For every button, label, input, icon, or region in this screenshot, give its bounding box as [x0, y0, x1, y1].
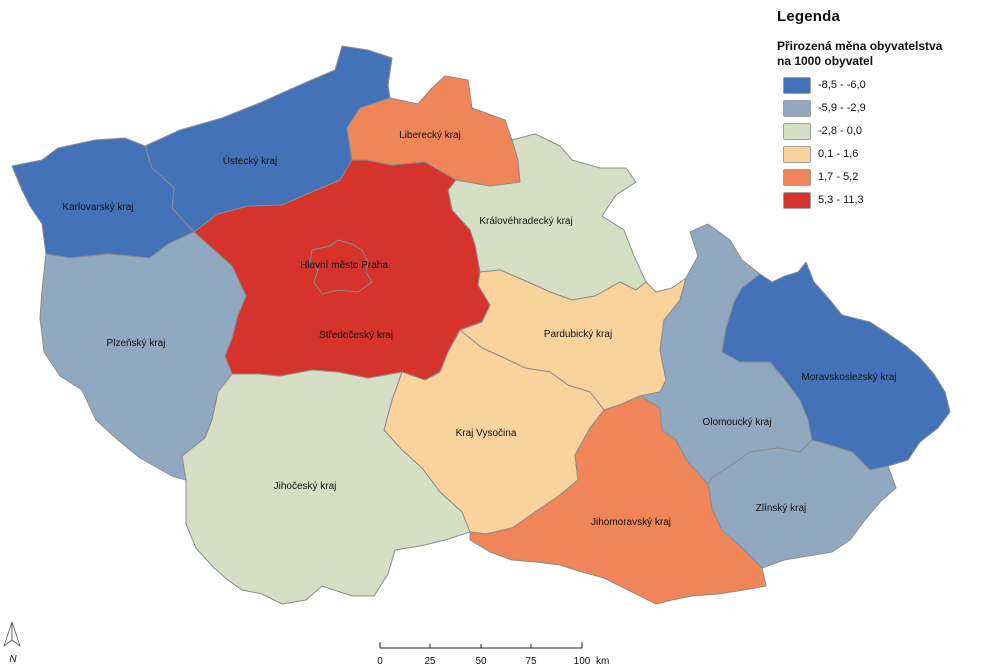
region-label-pardubicky: Pardubický kraj [544, 329, 612, 340]
region-label-jihocesky: Jihočeský kraj [274, 481, 337, 492]
region-label-karlovarsky: Karlovarský kraj [62, 202, 133, 213]
legend-swatch [783, 191, 811, 209]
legend-title: Legenda [777, 8, 841, 25]
legend-item: 1,7 - 5,2 [777, 167, 982, 187]
region-label-stredocesky: Středočeský kraj [319, 330, 393, 341]
region-moravskoslezsky[interactable] [721, 261, 951, 471]
scale-tick-75: 75 [525, 656, 537, 667]
scale-tick-100: 100 [574, 656, 591, 667]
north-label: N [9, 654, 17, 665]
region-label-plzensky: Plzeňský kraj [107, 338, 166, 349]
legend-label: -2,8 - 0,0 [818, 125, 863, 137]
legend-swatch [783, 168, 811, 186]
region-label-vysocina: Kraj Vysočina [456, 428, 517, 439]
region-label-kralovehradecky: Královéhradecký kraj [479, 216, 572, 227]
legend-swatch [783, 76, 811, 94]
region-label-jihomoravsky: Jihomoravský kraj [591, 517, 671, 528]
region-label-ustecky: Ústecký kraj [223, 154, 277, 167]
region-label-zlinsky: Zlínský kraj [756, 503, 807, 514]
legend-item: 0,1 - 1,6 [777, 144, 982, 164]
scale-unit: km [596, 656, 609, 667]
legend: Legenda Přirozená měna obyvatelstva na 1… [777, 8, 982, 213]
region-label-olomoucky: Olomoucký kraj [703, 417, 772, 428]
region-zlinsky[interactable] [707, 439, 897, 569]
legend-item: -5,9 - -2,9 [777, 98, 982, 118]
legend-swatch [783, 122, 811, 140]
scale-bar: 0 25 50 75 100 km [377, 642, 609, 667]
region-label-liberecky: Liberecký kraj [399, 130, 461, 141]
legend-subtitle-line1: Přirozená měna obyvatelstva [777, 39, 943, 53]
legend-label: 5,3 - 11,3 [818, 194, 864, 206]
legend-subtitle: Přirozená měna obyvatelstva na 1000 obyv… [777, 39, 982, 69]
north-arrow-icon: N [3, 621, 21, 665]
legend-label: 0,1 - 1,6 [818, 148, 859, 160]
region-jihocesky[interactable] [181, 369, 471, 605]
legend-label: -5,9 - -2,9 [818, 102, 866, 114]
legend-swatch [783, 99, 811, 117]
scale-tick-25: 25 [424, 656, 436, 667]
scale-tick-50: 50 [475, 656, 487, 667]
legend-item: -8,5 - -6,0 [777, 75, 982, 95]
region-label-moravskoslezsky: Moravskoslezský kraj [801, 372, 896, 383]
legend-swatch [783, 145, 811, 163]
legend-label: -8,5 - -6,0 [818, 79, 866, 91]
region-label-praha: Hlavní město Praha [300, 260, 388, 271]
scale-tick-0: 0 [377, 656, 383, 667]
legend-item: -2,8 - 0,0 [777, 121, 982, 141]
legend-subtitle-line2: na 1000 obyvatel [777, 54, 874, 68]
region-praha[interactable] [309, 239, 373, 295]
legend-item: 5,3 - 11,3 [777, 190, 982, 210]
legend-label: 1,7 - 5,2 [818, 171, 859, 183]
